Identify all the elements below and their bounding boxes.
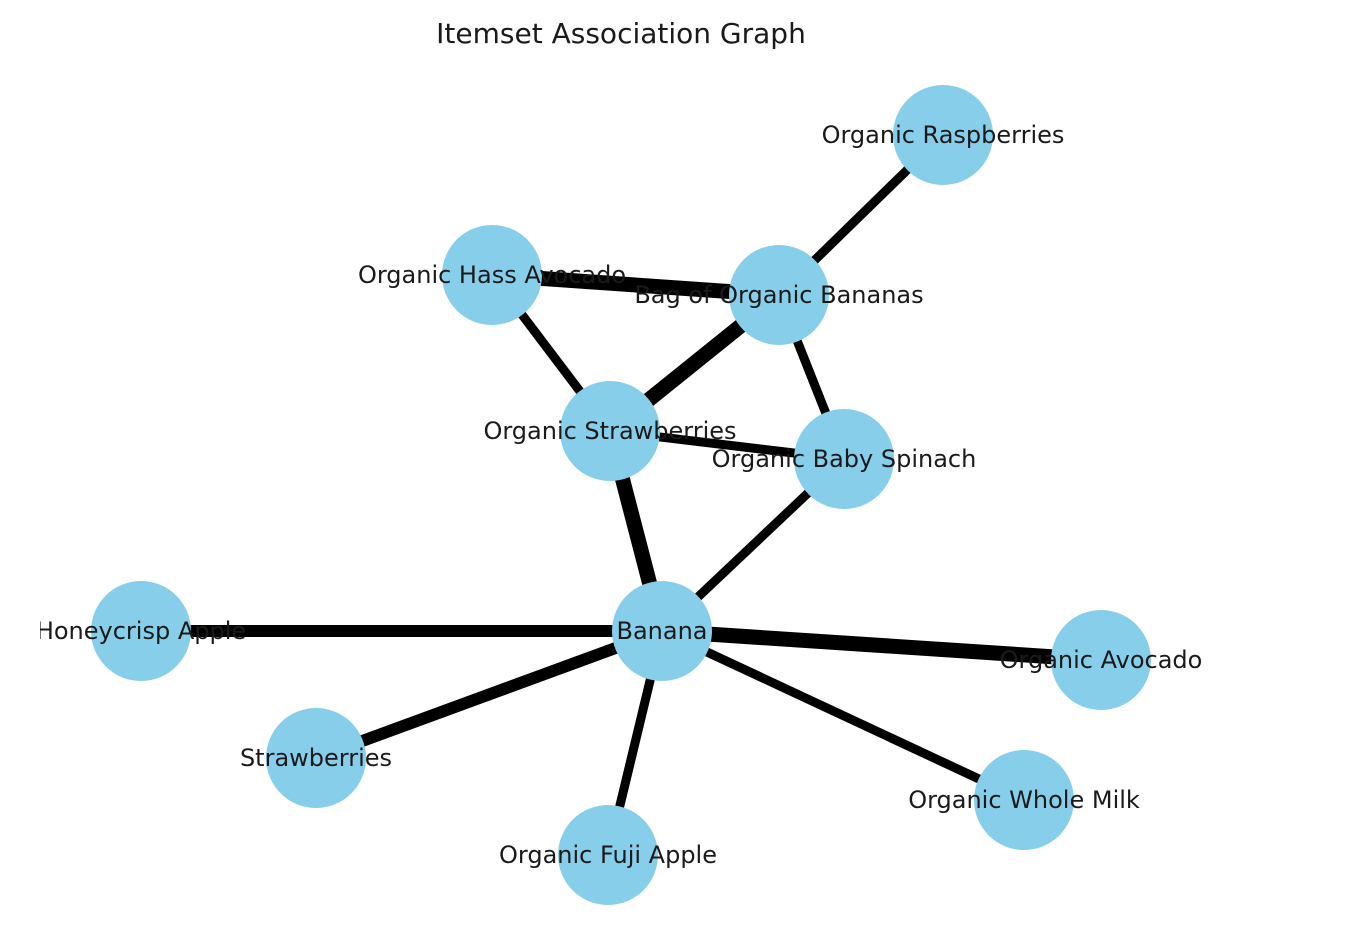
node-organic-whole-milk [974,750,1074,850]
node-label-banana: Banana [616,617,707,645]
node-organic-strawberries [560,381,660,481]
node-organic-avocado [1051,610,1151,710]
node-strawberries [266,708,366,808]
edge-banana-strawberries [313,625,665,764]
node-layer [91,85,1151,905]
node-organic-baby-spinach [794,409,894,509]
node-label-organic-hass-avocado: Organic Hass Avocado [358,261,626,289]
node-label-bag-of-organic-bananas: Bag of Organic Bananas [634,281,923,309]
node-organic-raspberries [893,85,993,185]
graph-title: Itemset Association Graph [436,17,806,50]
node-label-organic-whole-milk: Organic Whole Milk [908,786,1140,814]
node-label-organic-strawberries: Organic Strawberries [483,417,736,445]
node-label-honeycrisp-apple: Honeycrisp Apple [36,617,246,645]
node-label-organic-avocado: Organic Avocado [1000,646,1203,674]
node-label-organic-baby-spinach: Organic Baby Spinach [712,445,977,473]
node-label-organic-fuji-apple: Organic Fuji Apple [499,841,717,869]
node-label-organic-raspberries: Organic Raspberries [822,121,1065,149]
node-honeycrisp-apple [91,581,191,681]
node-organic-fuji-apple [558,805,658,905]
node-banana [612,581,712,681]
node-bag-of-organic-bananas [729,245,829,345]
node-organic-hass-avocado [442,225,542,325]
edge-banana-avocado [661,623,1102,668]
edge-banana-whole_milk [660,626,1026,805]
node-label-strawberries: Strawberries [240,744,392,772]
